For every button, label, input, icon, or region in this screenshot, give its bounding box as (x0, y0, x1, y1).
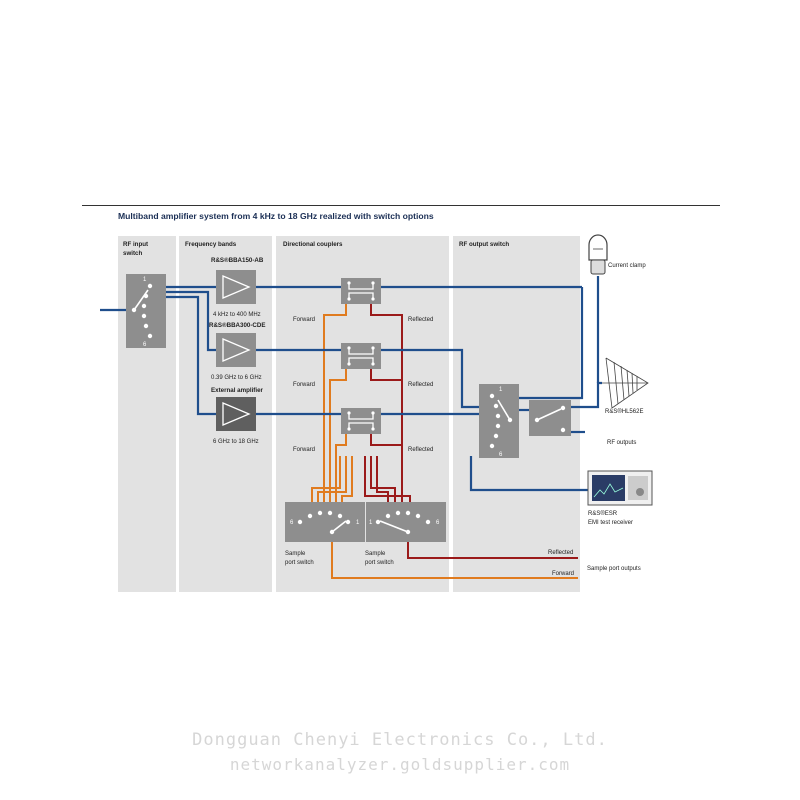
receiver-label-1: R&S®ESR (588, 510, 618, 517)
reflected-label-3: Reflected (408, 447, 433, 453)
sample-switch-right-label-1: Sample (365, 551, 386, 557)
forward-label-2: Forward (293, 382, 315, 388)
rf-output-spdt-switch (529, 400, 571, 436)
current-clamp-label: Current clamp (608, 263, 646, 269)
input-switch-pos-last: 6 (143, 342, 147, 348)
emi-test-receiver-icon (587, 470, 653, 506)
forward-label-1: Forward (293, 317, 315, 323)
directional-coupler-3 (341, 408, 381, 434)
sample-port-switch-left: 6 1 (285, 502, 365, 542)
diagram-title: Multiband amplifier system from 4 kHz to… (118, 211, 434, 221)
header-rf-input-line1: RF input (123, 241, 148, 248)
amplifier-2: R&S®BBA300-CDE 0.39 GHz to 6 GHz (209, 322, 265, 381)
title-rule (82, 205, 720, 206)
sample-switch-left-label-2: port switch (285, 560, 314, 566)
header-rf-input-line2: switch (123, 250, 142, 257)
amp1-range: 4 kHz to 400 MHz (213, 312, 261, 318)
sample-port-outputs-label: Sample port outputs (587, 566, 641, 572)
receiver-label-2: EMI test receiver (588, 520, 633, 526)
amp3-name: External amplifier (211, 387, 264, 394)
amp3-range: 6 GHz to 18 GHz (213, 439, 259, 445)
directional-coupler-1 (341, 278, 381, 304)
output-switch-pos-last: 6 (499, 452, 503, 458)
input-switch-pos-first: 1 (143, 277, 147, 283)
amp1-name: R&S®BBA150-AB (211, 257, 264, 264)
antenna-label: R&S®HL562E (605, 408, 643, 415)
header-rf-output: RF output switch (459, 241, 509, 248)
current-clamp-icon (588, 234, 608, 275)
forward-label-3: Forward (293, 447, 315, 453)
watermark-company: Dongguan Chenyi Electronics Co., Ltd. (192, 730, 608, 750)
sample-switch-left-pos-first: 1 (356, 520, 360, 526)
reflected-label-2: Reflected (408, 382, 433, 388)
amp2-name: R&S®BBA300-CDE (209, 322, 265, 329)
sample-port-switch-right: 1 6 (366, 502, 446, 542)
log-periodic-antenna-icon (602, 357, 649, 409)
amplifier-1: R&S®BBA150-AB 4 kHz to 400 MHz (211, 257, 264, 318)
sample-switch-right-label-2: port switch (365, 560, 394, 566)
reflected-output-label: Reflected (548, 550, 573, 556)
sample-switch-left-pos-last: 6 (290, 520, 294, 526)
sample-switch-right-pos-last: 6 (436, 520, 440, 526)
amplifier-3: External amplifier 6 GHz to 18 GHz (211, 387, 264, 445)
forward-output-label: Forward (552, 571, 574, 577)
watermark-site: networkanalyzer.goldsupplier.com (229, 755, 571, 774)
header-frequency-bands: Frequency bands (185, 241, 237, 248)
rf-outputs-label: RF outputs (607, 440, 636, 446)
reflected-label-1: Reflected (408, 317, 433, 323)
header-directional-couplers: Directional couplers (283, 241, 343, 248)
output-switch-pos-first: 1 (499, 387, 503, 393)
rf-output-switch: 1 6 (479, 384, 519, 458)
rf-signal-lines (100, 276, 602, 492)
directional-coupler-2 (341, 343, 381, 369)
amp2-range: 0.39 GHz to 6 GHz (211, 375, 262, 381)
sample-switch-left-label-1: Sample (285, 551, 306, 557)
sample-switch-right-pos-first: 1 (369, 520, 373, 526)
rf-input-switch: 1 6 (126, 274, 166, 348)
